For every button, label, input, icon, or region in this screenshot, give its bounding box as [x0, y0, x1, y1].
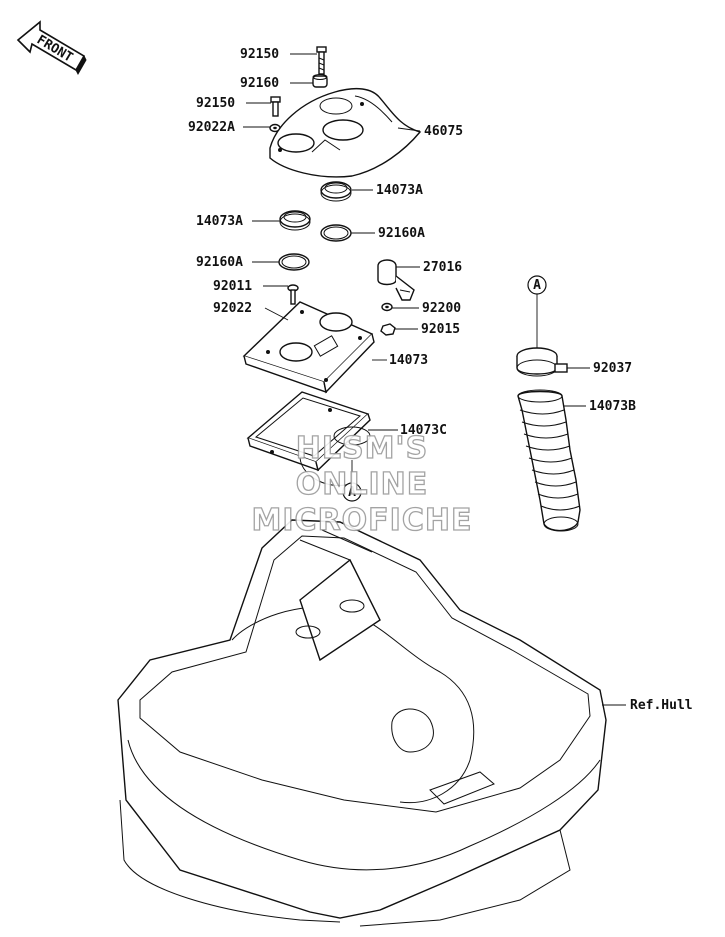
- callout-labels: 92150 92160 92150 92022A 46075 14073A 14…: [188, 47, 693, 713]
- callout-92150-mid: 92150: [196, 96, 235, 111]
- callout-92160A-right: 92160A: [378, 226, 425, 241]
- callout-92022A: 92022A: [188, 120, 235, 135]
- callout-92200: 92200: [422, 301, 461, 316]
- grommet-92160: [312, 74, 328, 88]
- o-ring-92160A-right: [320, 224, 352, 242]
- clamp-92037: [516, 347, 568, 377]
- connector-A-case-label: A: [348, 485, 356, 500]
- washer-92200: [381, 302, 393, 312]
- screw-92011: [287, 284, 299, 305]
- callout-92160A-left: 92160A: [196, 255, 243, 270]
- callout-92022: 92022: [213, 301, 252, 316]
- hose-14073B: [517, 389, 581, 532]
- nut-92015: [380, 323, 396, 336]
- callout-14073A-right: 14073A: [376, 183, 423, 198]
- hull: [117, 519, 607, 927]
- callout-14073B: 14073B: [589, 399, 636, 414]
- leader-lines: [243, 53, 626, 706]
- housing-14073C: [246, 391, 371, 486]
- front-arrow-label: FRONT: [34, 33, 75, 66]
- seal-14073A-left: [279, 210, 311, 231]
- cap-27016: [377, 259, 415, 301]
- watermark-line-3: MICROFICHE: [252, 503, 473, 538]
- connector-A-hose: A: [527, 275, 547, 295]
- bolt-92150-top: [316, 46, 327, 75]
- watermark: HLSM'S ONLINE MICROFICHE: [251, 430, 473, 538]
- bolt-92150-mid: [270, 96, 281, 117]
- callout-92037: 92037: [593, 361, 632, 376]
- seal-14073A-right: [320, 181, 352, 202]
- callout-27016: 27016: [423, 260, 462, 275]
- o-ring-92160A-left: [278, 253, 310, 271]
- callout-ref-hull: Ref.Hull: [630, 698, 693, 713]
- cover-46075: [269, 87, 422, 178]
- case-14073: [242, 301, 375, 394]
- watermark-line-2: ONLINE: [296, 467, 429, 502]
- callout-92160: 92160: [240, 76, 279, 91]
- callout-14073A-left: 14073A: [196, 214, 243, 229]
- washer-92022A: [269, 123, 281, 133]
- callout-92011: 92011: [213, 279, 252, 294]
- callout-46075: 46075: [424, 124, 463, 139]
- callout-92015: 92015: [421, 322, 460, 337]
- callout-14073: 14073: [389, 353, 428, 368]
- connector-A-case: A: [342, 482, 362, 502]
- callout-92150-top: 92150: [240, 47, 279, 62]
- callout-14073C: 14073C: [400, 423, 447, 438]
- connector-A-hose-label: A: [533, 278, 541, 293]
- watermark-line-1: HLSM'S: [296, 431, 428, 466]
- front-arrow: FRONT: [16, 20, 87, 76]
